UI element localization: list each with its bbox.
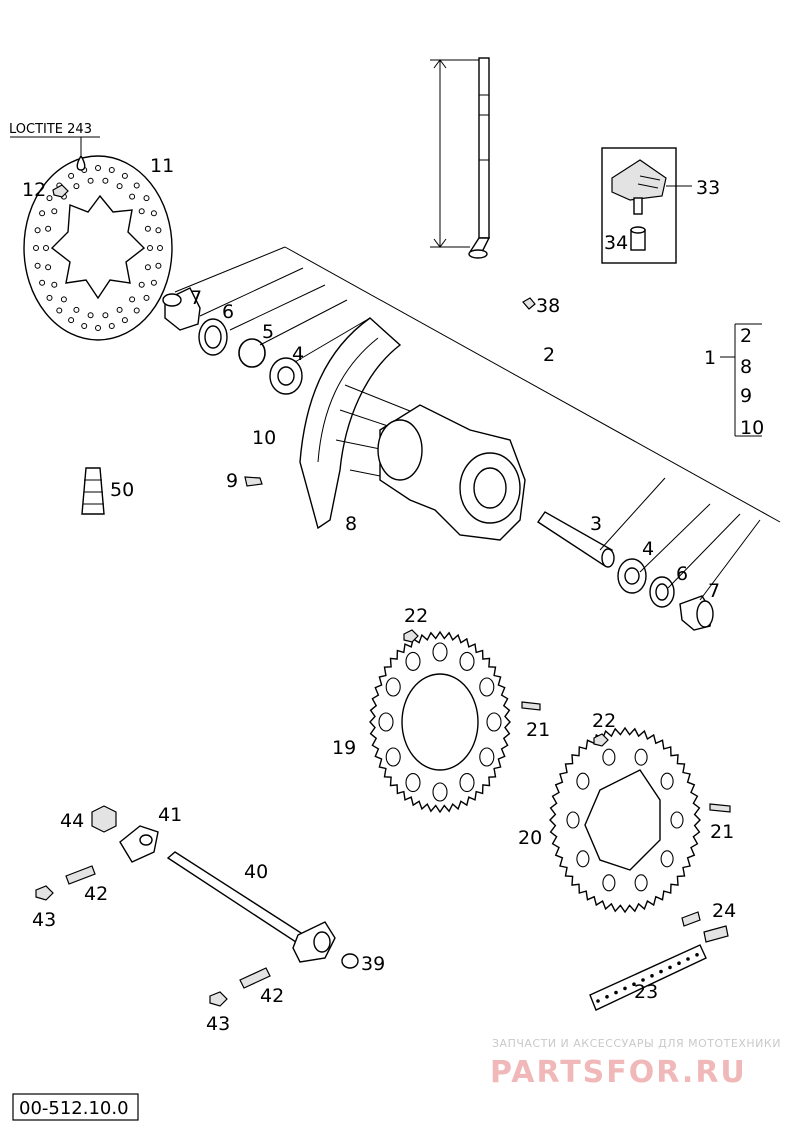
distance-tube-3[interactable] bbox=[537, 511, 615, 568]
callout-19: 19 bbox=[332, 737, 356, 759]
callout-43: 43 bbox=[32, 909, 56, 931]
left-seal-6[interactable] bbox=[198, 318, 228, 356]
callout-22b: 22 bbox=[592, 710, 616, 732]
callout-22: 22 bbox=[404, 605, 428, 627]
spoke-nipple-9[interactable] bbox=[244, 476, 263, 487]
callout-40: 40 bbox=[244, 861, 268, 883]
group-item-2: 2 bbox=[740, 325, 752, 347]
master-link-24[interactable] bbox=[681, 911, 729, 943]
callout-41: 41 bbox=[158, 804, 182, 826]
sprocket-20[interactable] bbox=[549, 726, 701, 914]
callout-12: 12 bbox=[22, 179, 46, 201]
callout-20: 20 bbox=[518, 827, 542, 849]
callout-39: 39 bbox=[361, 953, 385, 975]
chain-23[interactable] bbox=[589, 944, 707, 1011]
callout-38: 38 bbox=[536, 295, 560, 317]
group-item-8: 8 bbox=[740, 356, 752, 378]
assembly-leaders bbox=[174, 246, 781, 601]
axle-nut-44[interactable] bbox=[91, 805, 117, 833]
chain-adjuster-41[interactable] bbox=[119, 825, 159, 863]
callout-group-1: 1 bbox=[704, 347, 716, 369]
callout-6b: 6 bbox=[676, 563, 688, 585]
callout-3: 3 bbox=[590, 513, 602, 535]
sprocket-19[interactable] bbox=[369, 630, 511, 814]
nut-22b[interactable] bbox=[593, 733, 609, 747]
group-bracket bbox=[720, 323, 762, 437]
circlip-5[interactable] bbox=[238, 338, 266, 368]
brake-disc[interactable] bbox=[23, 155, 173, 341]
callout-21b: 21 bbox=[710, 821, 734, 843]
bolt-21b[interactable] bbox=[709, 803, 731, 813]
axle-40[interactable] bbox=[166, 851, 336, 963]
disc-bolt[interactable] bbox=[52, 184, 69, 198]
nut-43a[interactable] bbox=[35, 885, 54, 901]
callout-4b: 4 bbox=[642, 538, 654, 560]
right-seal-6[interactable] bbox=[649, 576, 675, 608]
callout-11: 11 bbox=[150, 155, 174, 177]
callout-34: 34 bbox=[604, 232, 628, 254]
callout-24: 24 bbox=[712, 900, 736, 922]
nut-43b[interactable] bbox=[209, 991, 228, 1007]
loctite-drop bbox=[10, 136, 100, 171]
hub[interactable] bbox=[377, 404, 526, 541]
callout-21: 21 bbox=[526, 719, 550, 741]
callout-2: 2 bbox=[543, 344, 555, 366]
right-bearing-4[interactable] bbox=[617, 558, 647, 594]
callout-4: 4 bbox=[292, 343, 304, 365]
cap-39[interactable] bbox=[341, 953, 359, 969]
callout-42: 42 bbox=[84, 883, 108, 905]
watermark-logo: PARTSFOR.RU bbox=[490, 1055, 747, 1090]
left-bearing-4[interactable] bbox=[269, 357, 303, 395]
group-item-9: 9 bbox=[740, 385, 752, 407]
callout-43b: 43 bbox=[206, 1013, 230, 1035]
callout-7b: 7 bbox=[708, 580, 720, 602]
callout-50: 50 bbox=[110, 479, 134, 501]
watermark-tagline: ЗАПЧАСТИ И АКСЕССУАРЫ ДЛЯ МОТОТЕХНИКИ bbox=[492, 1037, 781, 1050]
watermark: ЗАПЧАСТИ И АКСЕССУАРЫ ДЛЯ МОТОТЕХНИКИ PA… bbox=[490, 1037, 781, 1090]
right-spacer-7[interactable] bbox=[679, 595, 714, 631]
item-50[interactable] bbox=[81, 467, 105, 515]
adjuster-screw-42b[interactable] bbox=[239, 967, 271, 989]
callout-5: 5 bbox=[262, 321, 274, 343]
callout-33: 33 bbox=[696, 177, 720, 199]
group-item-10: 10 bbox=[740, 417, 764, 439]
callout-labels: LOCTITE 243 11 12 7 6 5 4 10 9 8 2 38 33… bbox=[9, 122, 764, 1035]
callout-7: 7 bbox=[190, 287, 202, 309]
callout-8: 8 bbox=[345, 513, 357, 535]
loctite-note: LOCTITE 243 bbox=[9, 122, 92, 137]
spoke-gauge bbox=[430, 57, 491, 259]
left-spacer-7[interactable] bbox=[162, 287, 201, 331]
adjuster-screw-42a[interactable] bbox=[65, 865, 96, 885]
reference-code-box: 00-512.10.0 bbox=[12, 1093, 139, 1121]
callout-23: 23 bbox=[634, 981, 658, 1003]
callout-44: 44 bbox=[60, 810, 84, 832]
valve-cap-38[interactable] bbox=[522, 297, 536, 310]
nut-22a[interactable] bbox=[403, 629, 419, 643]
callout-42b: 42 bbox=[260, 985, 284, 1007]
bolt-21a[interactable] bbox=[521, 701, 541, 711]
reference-code: 00-512.10.0 bbox=[19, 1098, 129, 1119]
callout-10: 10 bbox=[252, 427, 276, 449]
callout-9: 9 bbox=[226, 470, 238, 492]
valve-parts-box bbox=[601, 147, 692, 264]
callout-6: 6 bbox=[222, 301, 234, 323]
